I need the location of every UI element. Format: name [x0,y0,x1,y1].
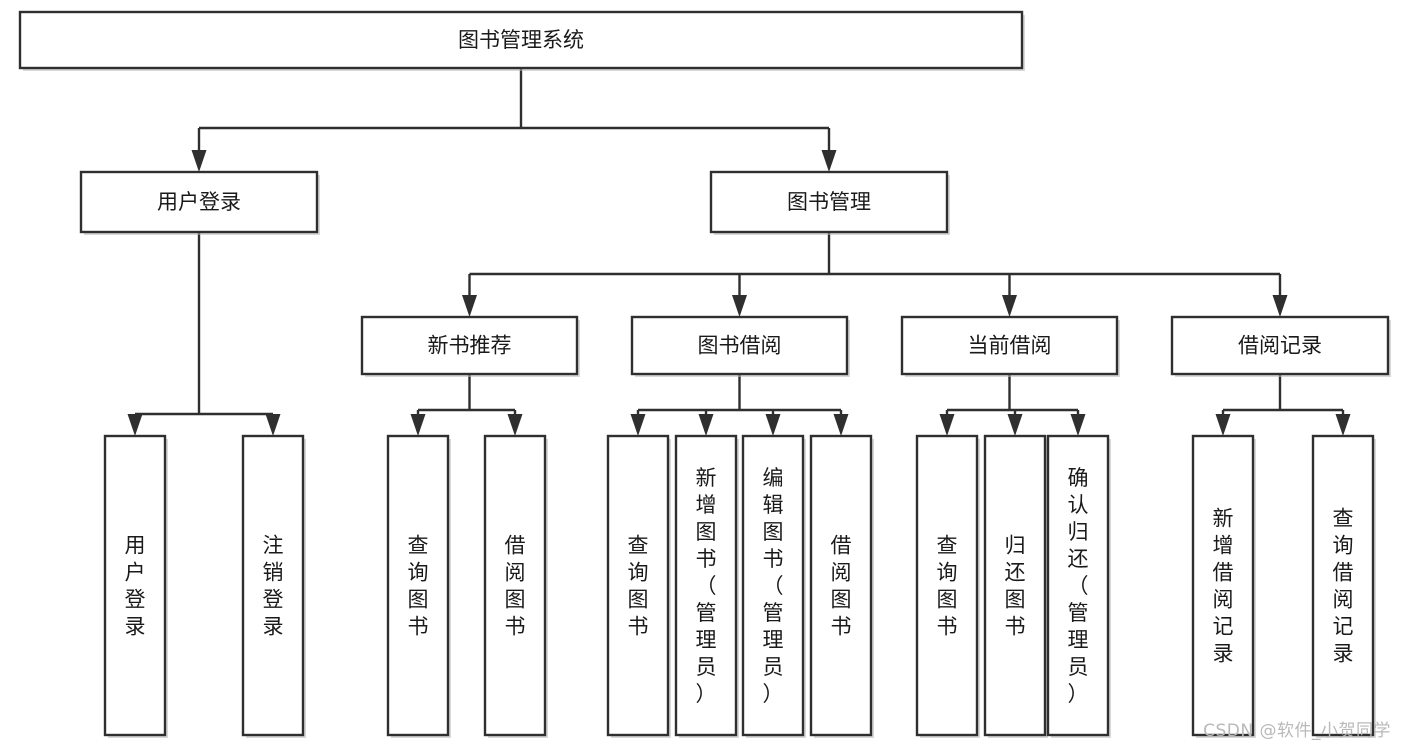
node-login[interactable]: 用户登录 [79,170,320,235]
node-borrow-edit[interactable]: 编辑图书（管理员） [741,434,806,738]
node-rect[interactable] [983,434,1047,737]
node-rect[interactable] [241,434,305,737]
node-newbook[interactable]: 新书推荐 [360,315,580,377]
node-rect[interactable] [1170,315,1390,376]
node-root[interactable]: 图书管理系统 [18,10,1025,71]
node-records[interactable]: 借阅记录 [1170,315,1391,377]
node-rect[interactable] [1191,434,1255,737]
node-bookmgmt[interactable]: 图书管理 [709,170,950,235]
connector-group-login [127,232,281,436]
node-borrow-add[interactable]: 新增图书（管理员） [674,434,739,738]
node-borrow[interactable]: 图书借阅 [630,315,850,377]
node-rect[interactable] [741,434,805,737]
node-login-logout[interactable]: 注销登录 [241,434,306,738]
connector-group-newbook [410,374,523,436]
node-label: 用户登录 [157,190,241,214]
node-rect[interactable] [606,434,670,737]
node-label: 新增借阅记录 [1213,507,1234,666]
node-rect[interactable] [1046,434,1110,737]
node-rect[interactable] [18,10,1024,70]
node-rect[interactable] [103,434,167,737]
node-label: 查询图书 [628,534,649,639]
node-label: 借阅图书 [505,534,526,639]
node-layer: 图书管理系统用户登录图书管理用户登录注销登录新书推荐图书借阅当前借阅借阅记录查询… [18,10,1391,738]
node-label: 注销登录 [263,534,284,639]
connector-group-borrow [630,374,849,436]
connector-layer [127,68,1351,436]
node-borrow-lend[interactable]: 借阅图书 [809,434,874,738]
node-label: 查询图书 [408,534,429,639]
node-label: 借阅图书 [831,534,852,639]
node-current-confirm[interactable]: 确认归还（管理员） [1046,434,1111,738]
node-label: 新书推荐 [428,334,512,358]
node-records-add[interactable]: 新增借阅记录 [1191,434,1256,738]
node-records-query[interactable]: 查询借阅记录 [1311,434,1376,738]
node-newbook-borrow[interactable]: 借阅图书 [483,434,548,738]
csdn-watermark: CSDN @软件_小贺同学 [1203,721,1391,741]
node-label: 当前借阅 [968,334,1052,358]
node-label: 图书管理系统 [458,28,584,52]
node-newbook-query[interactable]: 查询图书 [386,434,451,738]
node-current[interactable]: 当前借阅 [900,315,1120,377]
node-label: 查询图书 [937,534,958,639]
node-label: 图书借阅 [698,334,782,358]
connector-group-bookmgmt [462,232,1288,317]
node-borrow-query[interactable]: 查询图书 [606,434,671,738]
connector-group-root [191,68,837,172]
node-label: 查询借阅记录 [1333,507,1354,666]
node-login-user[interactable]: 用户登录 [103,434,168,738]
node-label: 编辑图书（管理员） [763,466,784,706]
connector-group-records [1215,374,1351,436]
node-rect[interactable] [79,170,319,234]
node-label: 图书管理 [787,190,871,214]
node-rect[interactable] [360,315,579,376]
node-label: 归还图书 [1005,534,1026,639]
node-rect[interactable] [915,434,979,737]
node-rect[interactable] [1311,434,1375,737]
node-rect[interactable] [809,434,873,737]
node-current-return[interactable]: 归还图书 [983,434,1048,738]
node-label: 用户登录 [125,534,146,639]
node-label: 确认归还（管理员） [1068,466,1089,706]
node-rect[interactable] [483,434,547,737]
node-rect[interactable] [630,315,849,376]
node-rect[interactable] [709,170,949,234]
node-label: 借阅记录 [1238,334,1322,358]
node-current-query[interactable]: 查询图书 [915,434,980,738]
connector-group-current [939,374,1086,436]
node-rect[interactable] [674,434,738,737]
node-label: 新增图书（管理员） [696,466,717,706]
node-rect[interactable] [386,434,450,737]
node-rect[interactable] [900,315,1119,376]
